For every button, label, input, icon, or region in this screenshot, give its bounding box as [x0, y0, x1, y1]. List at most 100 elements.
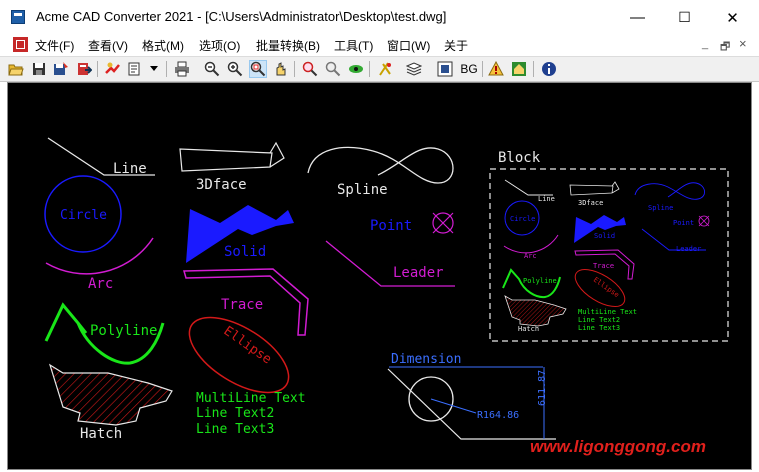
dimension-value: 611.87: [537, 370, 548, 406]
polyline-label: Polyline: [90, 323, 157, 339]
close-button[interactable]: ✕: [726, 9, 739, 27]
mini-hatch-label: Hatch: [518, 325, 539, 333]
menu-format[interactable]: 格式(M): [142, 39, 184, 53]
regen-icon[interactable]: [376, 60, 394, 78]
multiline-text-line3: Line Text3: [196, 422, 274, 437]
mini-polyline-label: Polyline: [523, 277, 557, 285]
info-icon[interactable]: [540, 60, 558, 78]
multiline-text-line1: MultiLine Text: [196, 391, 306, 406]
zoom-realtime-icon[interactable]: [301, 60, 319, 78]
mdi-minimize-button[interactable]: _: [702, 38, 709, 50]
zoom-window-icon[interactable]: [249, 60, 267, 78]
arc-label: Arc: [88, 276, 113, 292]
maximize-button[interactable]: ☐: [678, 9, 691, 25]
3dface-entity: [179, 141, 285, 172]
app-icon: [11, 10, 25, 24]
bg-icon[interactable]: BG: [460, 62, 478, 76]
mini-line-label: Line: [538, 195, 555, 203]
hatch-entity: [48, 363, 173, 426]
point-label: Point: [370, 218, 412, 234]
warning-icon[interactable]: [487, 60, 505, 78]
export-icon[interactable]: [75, 60, 93, 78]
toolbar: BG: [0, 56, 759, 82]
dimension-diagonal: [387, 368, 556, 440]
pan-icon[interactable]: [272, 60, 290, 78]
zoom-out-icon[interactable]: [203, 60, 221, 78]
radius-label: R164.86: [477, 410, 519, 421]
window-title: Acme CAD Converter 2021 - [C:\Users\Admi…: [36, 9, 447, 24]
dropdown-arrow-icon[interactable]: [148, 60, 160, 78]
menu-options[interactable]: 选项(O): [199, 39, 241, 53]
radius-leader: [430, 398, 477, 414]
open-icon[interactable]: [7, 60, 25, 78]
toolbar-separator: [533, 61, 534, 77]
mini-circle-label: Circle: [510, 215, 535, 223]
mini-arc-label: Arc: [524, 252, 537, 260]
circle-label: Circle: [60, 208, 107, 223]
document-icon[interactable]: [126, 60, 144, 78]
dimension-label: Dimension: [391, 352, 461, 367]
convert-icon[interactable]: [103, 60, 121, 78]
polyline-entity: [44, 302, 165, 365]
home-icon[interactable]: [510, 60, 528, 78]
watermark-text: www.ligonggong.com: [530, 437, 706, 456]
menu-view[interactable]: 查看(V): [88, 39, 128, 53]
solid-entity: [186, 205, 294, 263]
mini-ellipse-label: Ellipse: [592, 276, 621, 299]
block-frame: [489, 168, 729, 342]
menu-window[interactable]: 窗口(W): [387, 39, 431, 53]
layers-icon[interactable]: [405, 60, 423, 78]
mini-multiline-line1: MultiLine Text: [578, 308, 637, 316]
spline-entity: [307, 146, 454, 184]
hatch-label: Hatch: [80, 426, 122, 442]
mini-spline-label: Spline: [648, 204, 673, 212]
mdi-restore-button[interactable]: 🗗: [720, 41, 731, 53]
toolbar-separator: [482, 61, 483, 77]
ellipse-entity: [188, 316, 290, 394]
save-as-icon[interactable]: [52, 60, 70, 78]
frame-icon[interactable]: [436, 60, 454, 78]
leader-entity: [325, 240, 455, 287]
mini-trace-label: Trace: [593, 262, 614, 270]
mini-multiline-line3: Line Text3: [578, 324, 620, 332]
print-icon[interactable]: [173, 60, 191, 78]
leader-label: Leader: [393, 265, 444, 281]
block-contents: Line 3Dface Spline Circle Solid Point Le…: [502, 179, 710, 333]
multiline-text-line2: Line Text2: [196, 406, 274, 421]
minimize-button[interactable]: —: [630, 9, 645, 26]
save-icon[interactable]: [30, 60, 48, 78]
zoom-extents-icon[interactable]: [324, 60, 342, 78]
cad-drawing: Line 3Dface Spline Circle Solid Point Ar…: [44, 137, 729, 442]
toolbar-separator: [97, 61, 98, 77]
mini-leader-label: Leader: [676, 245, 701, 253]
menu-file[interactable]: 文件(F): [35, 39, 75, 53]
ellipse-label: Ellipse: [221, 324, 275, 368]
spline-label: Spline: [337, 182, 388, 198]
zoom-in-icon[interactable]: [226, 60, 244, 78]
solid-label: Solid: [224, 244, 266, 260]
title-bar: Acme CAD Converter 2021 - [C:\Users\Admi…: [0, 0, 759, 35]
line-entity: [47, 137, 155, 176]
trace-entity: [183, 268, 309, 336]
drawing-canvas[interactable]: Line 3Dface Spline Circle Solid Point Ar…: [7, 82, 752, 470]
menu-batch-convert[interactable]: 批量转换(B): [256, 39, 320, 53]
menu-about[interactable]: 关于: [444, 39, 469, 53]
3dface-label: 3Dface: [196, 177, 247, 193]
block-label: Block: [498, 150, 541, 166]
mini-3dface-label: 3Dface: [578, 199, 603, 207]
circle-entity: [44, 175, 122, 253]
document-menu-icon[interactable]: [13, 37, 28, 52]
toolbar-separator: [369, 61, 370, 77]
menu-tools[interactable]: 工具(T): [334, 39, 374, 53]
point-marker: [432, 212, 454, 234]
mdi-close-button[interactable]: ×: [739, 36, 747, 51]
mini-multiline-line2: Line Text2: [578, 316, 620, 324]
mini-solid-label: Solid: [594, 232, 615, 240]
arc-entity: [45, 237, 154, 275]
toolbar-separator: [166, 61, 167, 77]
dimension-circle: [408, 376, 454, 422]
menu-bar: 文件(F) 查看(V) 格式(M) 选项(O) 批量转换(B) 工具(T) 窗口…: [0, 35, 759, 55]
trace-label: Trace: [221, 297, 263, 313]
eye-icon[interactable]: [347, 60, 365, 78]
line-label: Line: [113, 161, 147, 177]
